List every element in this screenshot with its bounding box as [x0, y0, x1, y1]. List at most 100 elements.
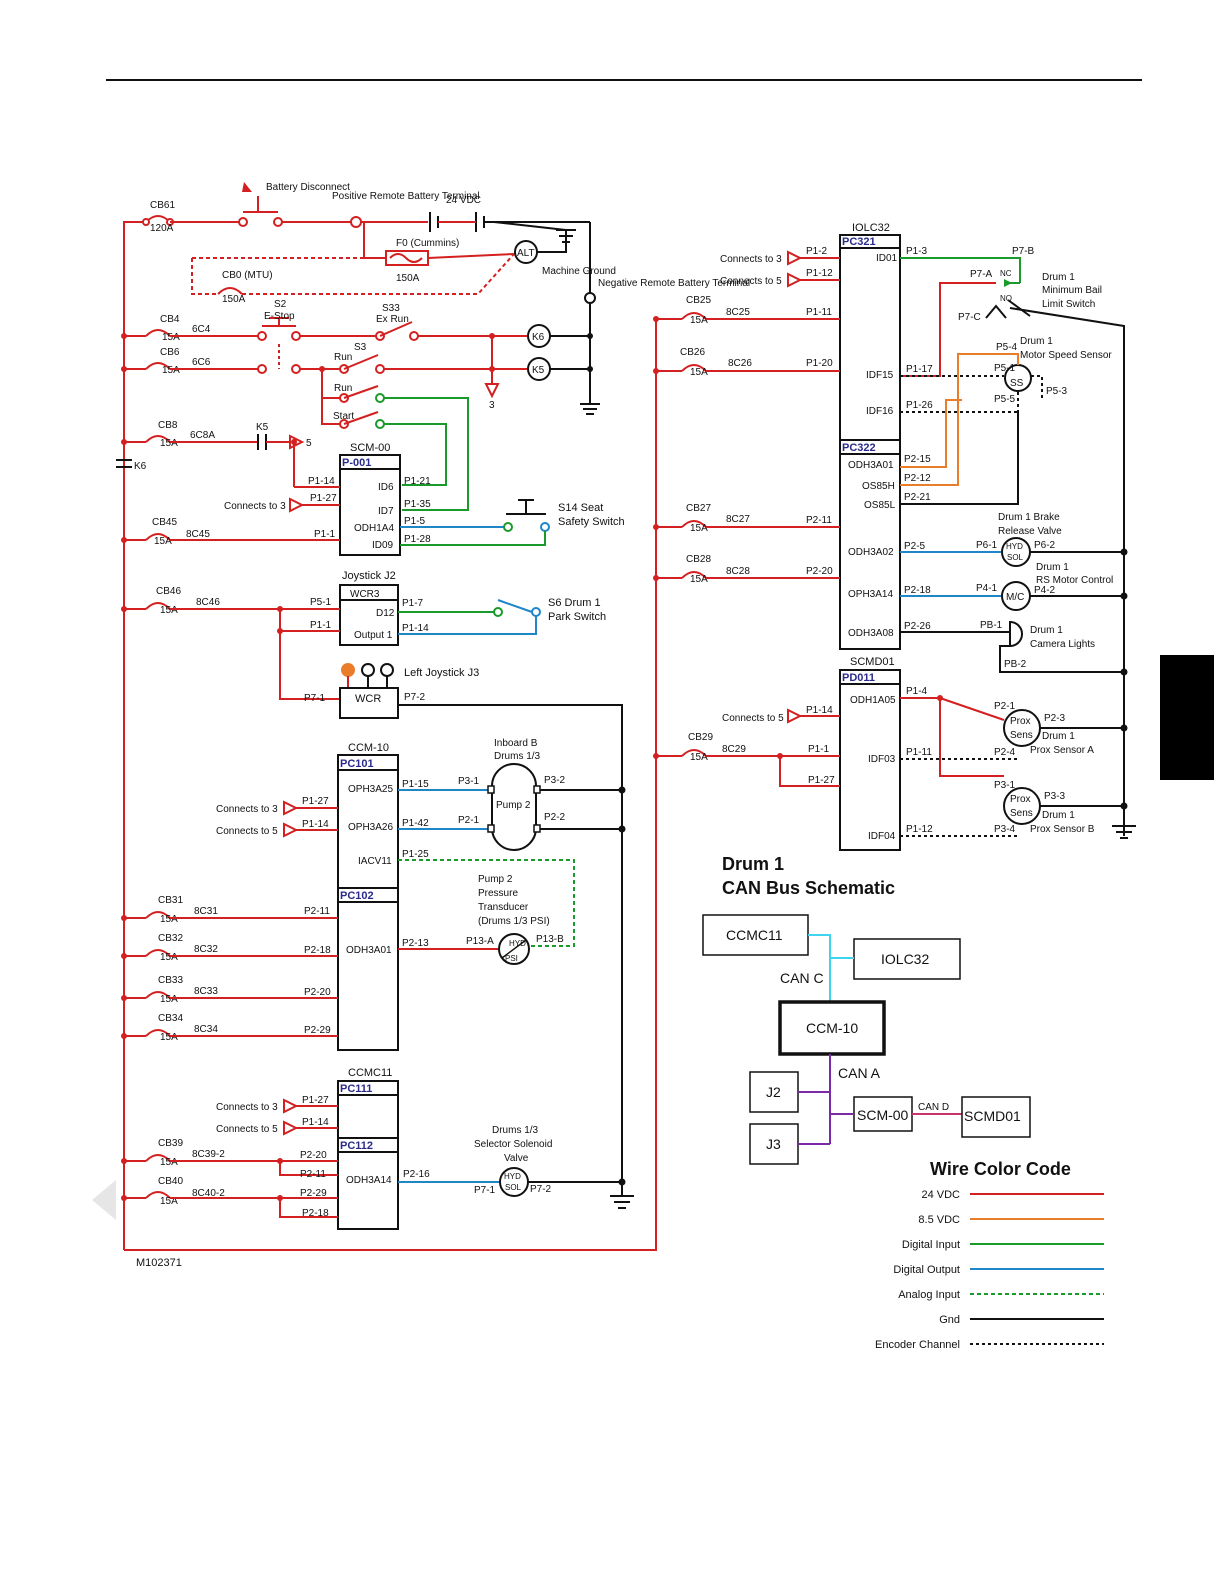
joystick-knob-icon	[341, 663, 355, 677]
scm00-id09: ID09	[372, 540, 394, 551]
cb34-label: CB34	[158, 1013, 183, 1024]
pump-label: Pump 2	[496, 800, 531, 811]
js-p71: P7-1	[304, 693, 326, 704]
bail-p7c: P7-C	[958, 312, 981, 323]
proxa-sens: Sens	[1010, 730, 1033, 741]
brake-label-1: Drum 1 Brake	[998, 512, 1060, 523]
bail-p7a: P7-A	[970, 269, 993, 280]
js-p11: P1-1	[310, 620, 332, 631]
js-p114: P1-14	[402, 623, 429, 634]
cb6-rating: 15A	[162, 365, 180, 376]
iolc32-p12: P1-2	[806, 246, 828, 257]
can-d-label: CAN D	[918, 1102, 949, 1113]
iolc32-idf15: IDF15	[866, 370, 894, 381]
conn-3-label: 3	[489, 400, 495, 411]
mss-label-1: Drum 1	[1020, 336, 1053, 347]
xdcr-p13b: P13-B	[536, 934, 564, 945]
scmd01-idf04: IDF04	[868, 831, 896, 842]
sol-sol: SOL	[505, 1183, 522, 1192]
rs-p42: P4-2	[1034, 585, 1056, 596]
brake-p61: P6-1	[976, 540, 998, 551]
scm00-p128: P1-28	[404, 534, 431, 545]
cb28-rating: 15A	[690, 574, 708, 585]
fuse-label: F0 (Cummins)	[396, 238, 459, 249]
run-label-2: Run	[334, 383, 352, 394]
iolc32-oph3a14: OPH3A14	[848, 589, 893, 600]
ccm10-oph3a26: OPH3A26	[348, 822, 393, 833]
scm00-id7: ID7	[378, 506, 394, 517]
cb25-label: CB25	[686, 295, 711, 306]
cb26-rating: 15A	[690, 367, 708, 378]
brake-hyd: HYD	[1006, 542, 1023, 551]
cb0-label: CB0 (MTU)	[222, 270, 273, 281]
iolc32-module: IOLC32 PC321 PC322 ID01 IDF15 IDF16 ODH3…	[653, 222, 1128, 836]
cam-pb1: PB-1	[980, 620, 1003, 631]
rs-label-2: RS Motor Control	[1036, 575, 1113, 586]
ccmc11-p216: P2-16	[403, 1169, 430, 1180]
legend-label: Digital Output	[893, 1264, 960, 1276]
proxa-label-2: Prox Sensor A	[1030, 745, 1094, 756]
bail-label-1: Drum 1	[1042, 272, 1075, 283]
vdc-label: 24 VDC	[446, 195, 481, 206]
mss-p51: P5-1	[994, 363, 1016, 374]
wire-8c27: 8C27	[726, 514, 750, 525]
bail-nc: NC	[1000, 269, 1012, 278]
sol-hyd: HYD	[504, 1172, 521, 1181]
proxb-sens: Sens	[1010, 808, 1033, 819]
sol-p71: P7-1	[474, 1185, 496, 1196]
mss-p53: P5-3	[1046, 386, 1068, 397]
ccm10-p115: P1-15	[402, 779, 429, 790]
cb39-rating: 15A	[160, 1157, 178, 1168]
wire-8c31: 8C31	[194, 906, 218, 917]
scm00-p135: P1-35	[404, 499, 431, 510]
ccmc11-p114: P1-14	[302, 1117, 329, 1128]
ccmc11-odh3a14: ODH3A14	[346, 1175, 392, 1186]
ccm10-connects5: Connects to 5	[216, 826, 278, 837]
ccm10-odh3a01: ODH3A01	[346, 945, 392, 956]
sol-label-3: Valve	[504, 1153, 529, 1164]
cb33-label: CB33	[158, 975, 183, 986]
k6-label: K6	[532, 332, 545, 343]
camera-light-icon	[1009, 620, 1023, 648]
k5-label: K5	[532, 365, 545, 376]
legend-label: 24 VDC	[921, 1189, 960, 1201]
iolc32-connects5: Connects to 5	[720, 276, 782, 287]
iolc32-idf16: IDF16	[866, 406, 894, 417]
cb29-label: CB29	[688, 732, 713, 743]
sol-p72: P7-2	[530, 1184, 552, 1195]
cb27-rating: 15A	[690, 523, 708, 534]
proxb-prox: Prox	[1010, 794, 1031, 805]
conn-5-label: 5	[306, 438, 312, 449]
bail-label-3: Limit Switch	[1042, 299, 1095, 310]
iolc32-p226: P2-26	[904, 621, 931, 632]
proxa-label-1: Drum 1	[1042, 731, 1075, 742]
iolc32-odh3a01: ODH3A01	[848, 460, 894, 471]
left-circuits: CB4 15A 6C4 S2 E-Stop S33 Ex Run K6 CB6 …	[116, 299, 593, 511]
cam-pb2: PB-2	[1004, 659, 1027, 670]
scm00-p121: P1-21	[404, 476, 431, 487]
left-joystick-label: Left Joystick J3	[404, 667, 479, 679]
pc321-label: PC321	[842, 236, 876, 248]
power-section: CB61 120A Battery Disconnect Positive Re…	[123, 182, 750, 1250]
can-scmd01: SCMD01	[964, 1108, 1021, 1124]
scm00-id6: ID6	[378, 482, 394, 493]
back-arrow-icon[interactable]	[92, 1180, 116, 1220]
s6-label-2: Park Switch	[548, 611, 606, 623]
iolc32-p212: P2-12	[904, 473, 931, 484]
cb32-label: CB32	[158, 933, 183, 944]
cam-label-1: Drum 1	[1030, 625, 1063, 636]
cb46-label: CB46	[156, 586, 181, 597]
can-bus-schematic: Drum 1 CAN Bus Schematic CCMC11 IOLC32 C…	[702, 854, 1031, 1165]
scm00-odh1a4: ODH1A4	[354, 523, 394, 534]
brake-p62: P6-2	[1034, 540, 1056, 551]
iolc32-p13: P1-3	[906, 246, 928, 257]
iolc32-p220: P2-20	[806, 566, 833, 577]
pump-p31: P3-1	[458, 776, 480, 787]
ccm10-p114: P1-14	[302, 819, 329, 830]
xdcr-label-4: (Drums 1/3 PSI)	[478, 916, 550, 927]
cb4-label: CB4	[160, 314, 180, 325]
wire-6c4: 6C4	[192, 324, 211, 335]
wire-8c46: 8C46	[196, 597, 220, 608]
estop-label: E-Stop	[264, 311, 295, 322]
xdcr-label-3: Transducer	[478, 902, 529, 913]
